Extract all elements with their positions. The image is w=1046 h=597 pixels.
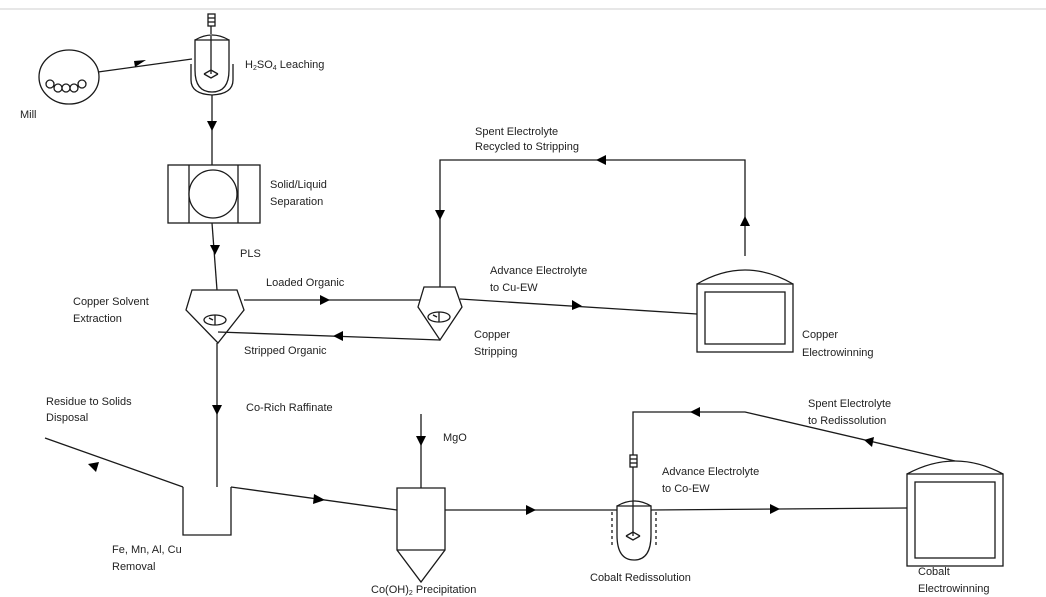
arrow-to-precipitation — [313, 494, 325, 504]
copper-sx-cell — [185, 289, 245, 344]
label-cobalt-redissolution: Cobalt Redissolution — [590, 572, 691, 584]
label-solid-liquid-2: Separation — [270, 196, 323, 208]
label-fe-removal-2: Removal — [112, 561, 155, 573]
arrow-advance-cu — [572, 300, 582, 310]
label-cobalt-ew-2: Electrowinning — [918, 583, 990, 595]
label-stripped-organic: Stripped Organic — [244, 345, 327, 357]
arrow-spent-up — [740, 216, 750, 226]
label-cobalt-ew-1: Cobalt — [918, 566, 950, 578]
label-spent-co-1: Spent Electrolyte — [808, 398, 891, 410]
label-pls: PLS — [240, 248, 261, 260]
arrow-spent-co-left — [690, 407, 700, 417]
solid-liquid-separator — [167, 164, 261, 224]
impurity-removal-tank — [182, 487, 232, 536]
cobalt-electrowinning-cell — [906, 460, 1004, 567]
label-leaching: H2SO4 Leaching — [245, 59, 324, 72]
label-copper-ew-2: Electrowinning — [802, 347, 874, 359]
arrow-advance-co — [770, 504, 780, 514]
label-advance-cu-2: to Cu-EW — [490, 282, 538, 294]
arrow-stripped-organic — [333, 331, 343, 341]
arrow-spent-left — [596, 155, 606, 165]
arrow-to-redissolution — [526, 505, 536, 515]
label-mill: Mill — [20, 109, 37, 121]
label-co-rich-raffinate: Co-Rich Raffinate — [246, 402, 333, 414]
label-spent-co-2: to Redissolution — [808, 415, 886, 427]
label-copper-stripping-1: Copper — [474, 329, 510, 341]
label-residue-1: Residue to Solids — [46, 396, 132, 408]
arrow-mill-to-leaching — [134, 60, 146, 67]
labels: Mill H2SO4 Leaching Solid/Liquid Separat… — [20, 59, 990, 597]
leaching-reactor — [190, 13, 234, 96]
arrow-leaching-down — [207, 121, 217, 131]
label-spent-cu-2: Recycled to Stripping — [475, 141, 579, 153]
label-loaded-organic: Loaded Organic — [266, 277, 345, 289]
flow-arrows — [88, 60, 874, 515]
label-spent-cu-1: Spent Electrolyte — [475, 126, 558, 138]
label-fe-removal-1: Fe, Mn, Al, Cu — [112, 544, 182, 556]
label-solid-liquid-1: Solid/Liquid — [270, 179, 327, 191]
label-copper-ew-1: Copper — [802, 329, 838, 341]
precipitation-thickener — [396, 487, 446, 584]
label-precipitation: Co(OH)2 Precipitation — [371, 584, 476, 597]
label-advance-cu-1: Advance Electrolyte — [490, 265, 587, 277]
copper-stripping-cell — [417, 286, 463, 342]
arrow-loaded-organic — [320, 295, 330, 305]
copper-electrowinning-cell — [696, 269, 794, 353]
arrow-spent-co-back — [864, 437, 874, 447]
label-mgo: MgO — [443, 432, 467, 444]
arrow-raffinate-down — [212, 405, 222, 415]
label-copper-sx-1: Copper Solvent — [73, 296, 149, 308]
mill-equipment — [38, 49, 100, 105]
cobalt-redissolution-reactor — [611, 454, 657, 561]
label-residue-2: Disposal — [46, 412, 88, 424]
arrow-spent-down — [435, 210, 445, 220]
label-copper-sx-2: Extraction — [73, 313, 122, 325]
arrow-pls-down — [210, 245, 220, 255]
label-advance-co-2: to Co-EW — [662, 483, 710, 495]
label-advance-co-1: Advance Electrolyte — [662, 466, 759, 478]
arrow-residue — [88, 462, 99, 472]
arrow-mgo-down — [416, 436, 426, 446]
label-copper-stripping-2: Stripping — [474, 346, 517, 358]
